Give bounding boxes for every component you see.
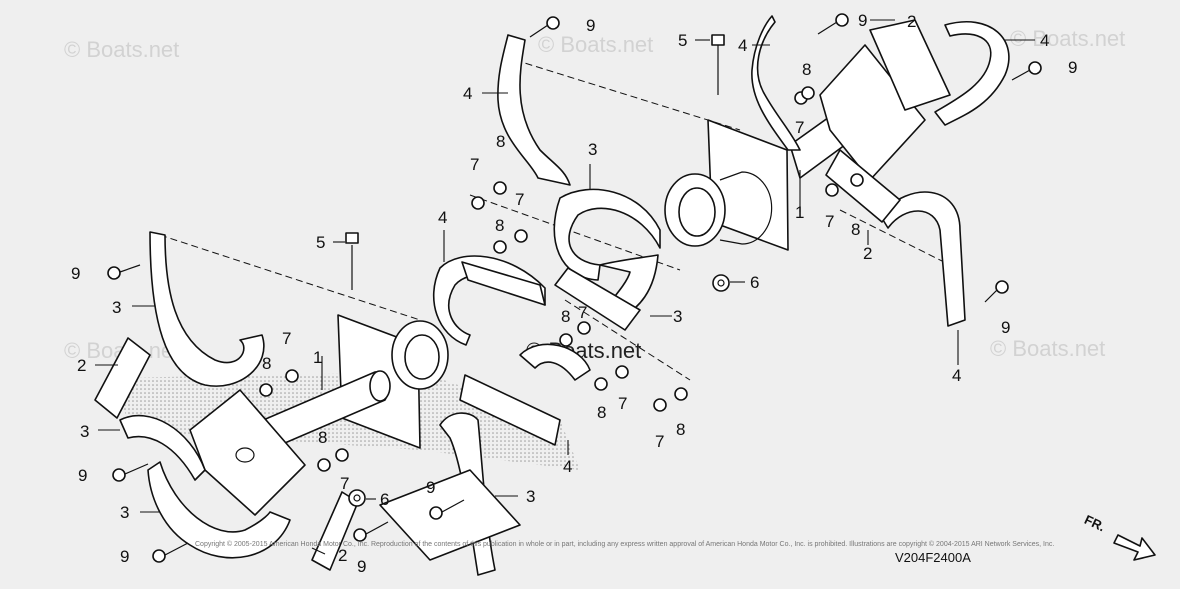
callout-labels: 1 1 2 2 2 2 3 3 3 3 3 3 4 4 4 4 4 4 5 5 …: [71, 11, 1077, 576]
callout-c43: 9: [1068, 58, 1077, 77]
diagram-code: V204F2400A: [895, 550, 971, 565]
upper-tine-blade-left: [497, 34, 571, 186]
leader-lines: [95, 19, 1035, 555]
callout-c14: 4: [738, 36, 747, 55]
callout-c15: 4: [1040, 31, 1049, 50]
front-direction-label: FR.: [1082, 512, 1107, 534]
front-direction-arrow: FR.: [1082, 512, 1156, 561]
callout-c13: 4: [463, 84, 472, 103]
callout-c11: 3: [673, 307, 682, 326]
callout-c44: 9: [1001, 318, 1010, 337]
middle-tine-bracket: [554, 267, 641, 331]
bottom-plate: [379, 469, 521, 561]
callout-c4: 2: [338, 546, 347, 565]
callout-c17: 4: [563, 457, 572, 476]
left-mount-plate-upper: [94, 337, 151, 419]
callout-c47: 9: [120, 547, 129, 566]
callout-c45: 9: [71, 264, 80, 283]
callout-c16: 4: [438, 208, 447, 227]
callout-c42: 9: [858, 11, 867, 30]
callout-c48: 9: [357, 557, 366, 576]
callout-c24: 7: [515, 190, 524, 209]
callout-c39: 8: [802, 60, 811, 79]
callout-c25: 7: [282, 329, 291, 348]
bolt-5-upper: [711, 34, 725, 95]
watermark-top-center: © Boats.net: [538, 32, 653, 57]
center-tine-blade-curved: [519, 343, 591, 381]
callout-c30: 7: [795, 118, 804, 137]
callout-c35: 8: [318, 428, 327, 447]
callout-c33: 8: [495, 216, 504, 235]
hardware-bolts: [107, 13, 1042, 563]
center-mount-plate: [461, 261, 546, 306]
callout-c34: 8: [262, 354, 271, 373]
right-tine-bracket: [819, 44, 926, 181]
center-mount-plate-lower: [459, 374, 561, 446]
callout-c29: 7: [655, 432, 664, 451]
callout-c3: 2: [77, 356, 86, 375]
callout-c7: 3: [588, 140, 597, 159]
callout-c32: 8: [496, 132, 505, 151]
callout-c20: 5: [316, 233, 325, 252]
callout-c18: 4: [952, 366, 961, 385]
callout-c9: 3: [80, 422, 89, 441]
hardware-nuts-washers: [259, 86, 864, 472]
right-hub-wheel: [664, 171, 773, 247]
callout-c37: 8: [597, 403, 606, 422]
right-tine-blade-lower: [879, 191, 966, 327]
callout-c10: 3: [120, 503, 129, 522]
callout-c36: 8: [561, 307, 570, 326]
callout-c5: 2: [907, 12, 916, 31]
callout-c8: 3: [112, 298, 121, 317]
callout-c31: 7: [825, 212, 834, 231]
callout-c22: 6: [380, 490, 389, 509]
right-tine-blade-upper: [751, 15, 801, 151]
callout-c40: 8: [851, 220, 860, 239]
left-tine-blade-lower: [119, 414, 206, 481]
callout-c6: 2: [863, 244, 872, 263]
right-mount-plate-upper: [869, 19, 951, 111]
callout-c49: 9: [426, 478, 435, 497]
callout-c19: 5: [678, 31, 687, 50]
left-tine-blade-upper: [149, 231, 265, 387]
callout-c38: 8: [676, 420, 685, 439]
callout-c1: 1: [313, 348, 322, 367]
watermark-right: © Boats.net: [990, 336, 1105, 361]
alignment-lines: [159, 59, 961, 381]
callout-c23: 7: [470, 155, 479, 174]
flange-nut-6-left: [348, 489, 366, 507]
flange-nut-6-right: [712, 274, 730, 292]
left-hub-wheel: [391, 320, 449, 390]
callout-c28: 7: [618, 394, 627, 413]
watermark-top-left: © Boats.net: [64, 37, 179, 62]
callout-c27: 7: [578, 303, 587, 322]
left-bracket-hole: [235, 447, 255, 463]
callout-c26: 7: [340, 474, 349, 493]
callout-c46: 9: [78, 466, 87, 485]
copyright-notice: Copyright © 2005-2015 American Honda Mot…: [195, 540, 1054, 548]
bolt-5-lower: [345, 232, 359, 290]
watermark-top-right: © Boats.net: [1010, 26, 1125, 51]
right-mount-plate-lower: [825, 149, 901, 223]
callout-c21: 6: [750, 273, 759, 292]
callout-c41: 9: [586, 16, 595, 35]
left-tine-blade-bottom: [147, 461, 291, 559]
callout-c12: 3: [526, 487, 535, 506]
right-tine-blade-top-right: [934, 20, 1010, 126]
callout-c2: 1: [795, 203, 804, 222]
